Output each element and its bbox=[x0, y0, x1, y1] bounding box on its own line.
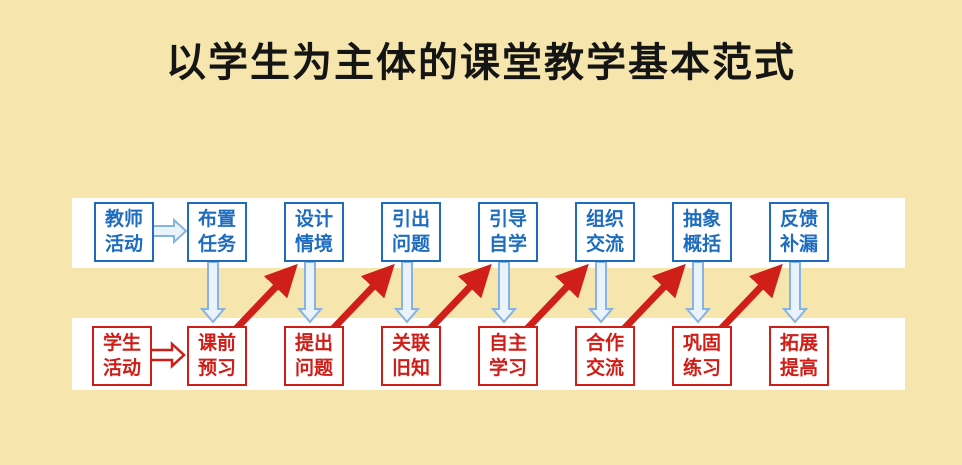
teacher-step-box-2: 设计情境 bbox=[284, 202, 344, 262]
student-step-box-1: 课前预习 bbox=[187, 326, 247, 386]
down-arrow-icon-5 bbox=[587, 261, 615, 324]
down-arrow-icon-4 bbox=[490, 261, 518, 324]
slide-title: 以学生为主体的课堂教学基本范式 bbox=[166, 40, 796, 85]
student-step-box-5: 合作交流 bbox=[575, 326, 635, 386]
down-arrow-icon-1 bbox=[199, 261, 227, 324]
student-header-box: 学生活动 bbox=[92, 326, 152, 386]
down-arrow-icon-2 bbox=[296, 261, 324, 324]
down-arrow-icon-7 bbox=[781, 261, 809, 324]
teacher-step-box-3: 引出问题 bbox=[381, 202, 441, 262]
down-arrow-icon-3 bbox=[393, 261, 421, 324]
student-step-box-6: 巩固练习 bbox=[672, 326, 732, 386]
teacher-step-box-1: 布置任务 bbox=[187, 202, 247, 262]
student-step-box-3: 关联旧知 bbox=[381, 326, 441, 386]
teacher-step-box-7: 反馈补漏 bbox=[769, 202, 829, 262]
down-arrow-icon-6 bbox=[684, 261, 712, 324]
teacher-header-box: 教师活动 bbox=[94, 202, 154, 262]
student-step-box-4: 自主学习 bbox=[478, 326, 538, 386]
student-step-box-7: 拓展提高 bbox=[769, 326, 829, 386]
teacher-step-box-4: 引导自学 bbox=[478, 202, 538, 262]
teacher-step-box-5: 组织交流 bbox=[575, 202, 635, 262]
teacher-step-box-6: 抽象概括 bbox=[672, 202, 732, 262]
student-step-box-2: 提出问题 bbox=[284, 326, 344, 386]
